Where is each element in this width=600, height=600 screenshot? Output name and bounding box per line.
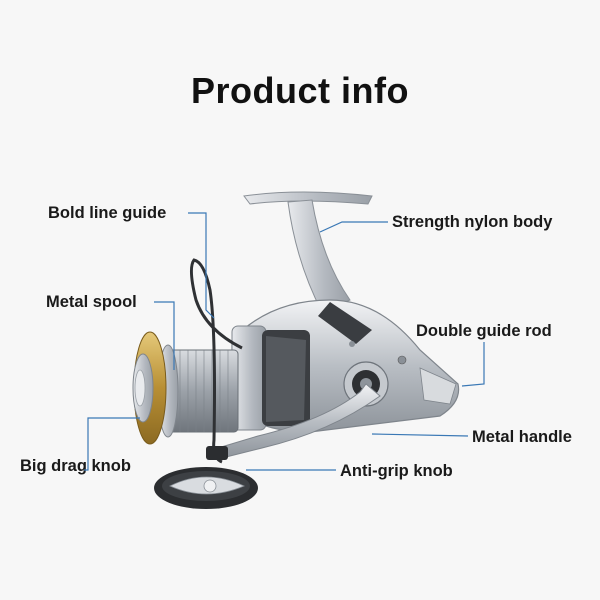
page-title: Product info: [191, 70, 409, 111]
label-anti-grip-knob: Anti-grip knob: [340, 462, 453, 480]
leader-double-guide-rod: [461, 342, 485, 387]
label-metal-handle: Metal handle: [472, 428, 572, 446]
reel-rotor: [231, 325, 310, 431]
leader-big-drag-knob: [84, 417, 140, 471]
metal-spool: [157, 344, 239, 438]
leader-bold-line-guide: [188, 212, 215, 319]
metal-handle: [206, 383, 381, 460]
leader-strength-nylon-body: [319, 221, 388, 233]
label-metal-spool: Metal spool: [46, 293, 137, 311]
big-drag-knob: [132, 331, 167, 445]
bail-wire: [189, 258, 243, 464]
leader-lines: [84, 212, 485, 471]
anti-grip-knob: [154, 467, 258, 509]
reel-foot: [243, 191, 373, 313]
label-double-guide-rod: Double guide rod: [416, 322, 552, 340]
leader-metal-handle: [371, 433, 469, 437]
label-big-drag-knob: Big drag knob: [20, 457, 131, 475]
leader-metal-spool: [154, 301, 175, 370]
label-bold-line-guide: Bold line guide: [48, 204, 167, 222]
label-strength-nylon-body: Strength nylon body: [392, 213, 553, 231]
